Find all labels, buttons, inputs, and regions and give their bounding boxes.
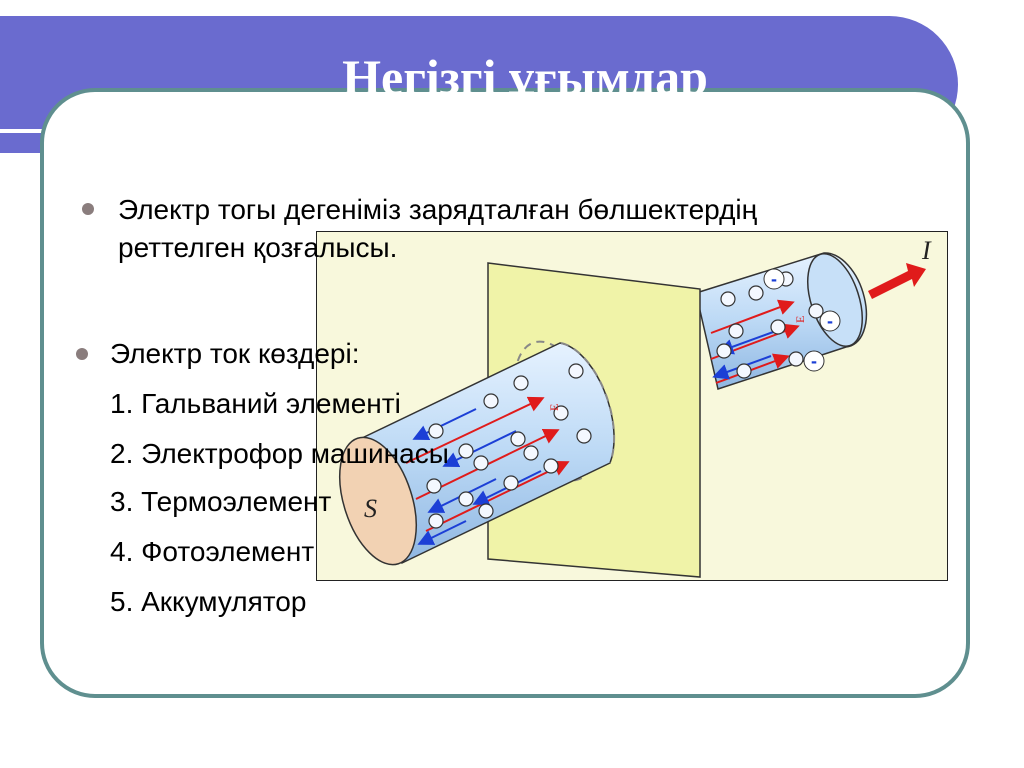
field-label: E	[793, 316, 807, 323]
list-item: 2. Электрофор машинасы	[110, 438, 449, 469]
cylinder-cross-section	[339, 436, 417, 566]
electron-arrow	[442, 430, 517, 467]
current-label: I	[921, 236, 932, 265]
svg-text:-: -	[811, 351, 817, 371]
bullet-1	[82, 203, 94, 215]
charge-badge: -	[819, 310, 841, 332]
electron-arrow	[412, 408, 477, 440]
svg-text:-: -	[771, 269, 777, 289]
bullet-2	[76, 348, 88, 360]
conductor-illustration: - - - E E I S	[316, 231, 948, 581]
charge-badge: -	[803, 350, 825, 372]
field-arrow	[405, 396, 545, 464]
list-item: 3. Термоэлемент	[110, 486, 332, 517]
slide-title: Негізгі ұғымдар	[342, 49, 708, 105]
paragraph2-heading: Электр ток көздері:	[110, 338, 360, 369]
charge-badge: -	[763, 268, 785, 290]
conductor-figure: - - - E E I S	[316, 231, 948, 581]
list-item: 5. Аккумулятор	[110, 586, 307, 617]
list-item: 4. Фотоэлемент	[110, 536, 315, 567]
electron-group	[716, 271, 824, 379]
field-arrow	[710, 299, 795, 334]
field-label: E	[547, 404, 561, 411]
paragraph1-line1: Электр тогы дегеніміз зарядталған бөлшек…	[118, 194, 758, 225]
electron-group	[426, 363, 592, 529]
svg-text:-: -	[827, 311, 833, 331]
field-arrow	[425, 461, 570, 532]
list-item: 1. Гальваний элементі	[110, 388, 401, 419]
area-label: S	[364, 494, 377, 523]
electron-arrow	[417, 520, 467, 545]
current-arrow	[868, 263, 926, 299]
paragraph1-line2: реттелген қозғалысы.	[118, 232, 398, 263]
